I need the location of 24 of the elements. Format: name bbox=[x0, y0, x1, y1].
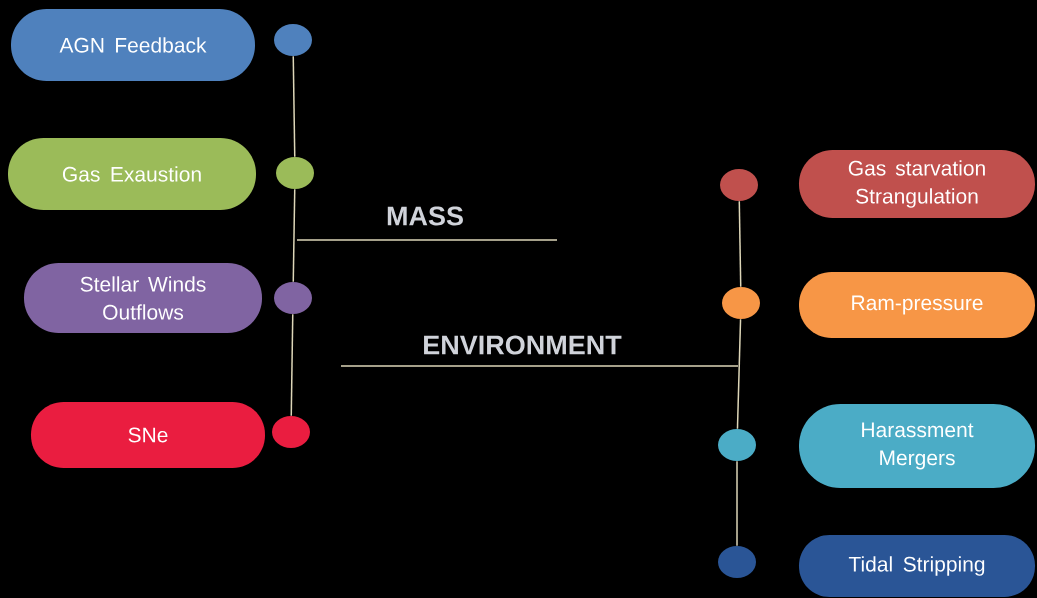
timeline-dot bbox=[274, 282, 312, 314]
timeline-dot bbox=[718, 429, 756, 461]
pill-box: SNe bbox=[31, 402, 265, 468]
pill-box: Stellar Winds Outflows bbox=[24, 263, 262, 333]
timeline-dot bbox=[722, 287, 760, 319]
pill-box: Gas starvation Strangulation bbox=[799, 150, 1035, 218]
timeline-dot bbox=[274, 24, 312, 56]
pill-box: AGN Feedback bbox=[11, 9, 255, 81]
pill-box: Tidal Stripping bbox=[799, 535, 1035, 597]
timeline-dot bbox=[276, 157, 314, 189]
heading-text: MASS bbox=[387, 206, 463, 226]
connector-line bbox=[736, 318, 742, 430]
timeline-dot bbox=[718, 546, 756, 578]
connector-line bbox=[290, 313, 294, 417]
connector-line bbox=[736, 460, 738, 547]
pill-box: Gas Exaustion bbox=[8, 138, 256, 210]
connector-line bbox=[292, 55, 296, 158]
timeline-dot bbox=[272, 416, 310, 448]
timeline-dot bbox=[720, 169, 758, 201]
pill-box: Ram-pressure bbox=[799, 272, 1035, 338]
heading-text: ENVIRONMENT bbox=[424, 335, 622, 355]
connector-line bbox=[292, 188, 296, 283]
connector-line bbox=[738, 200, 742, 288]
pill-box: Harassment Mergers bbox=[799, 404, 1035, 488]
